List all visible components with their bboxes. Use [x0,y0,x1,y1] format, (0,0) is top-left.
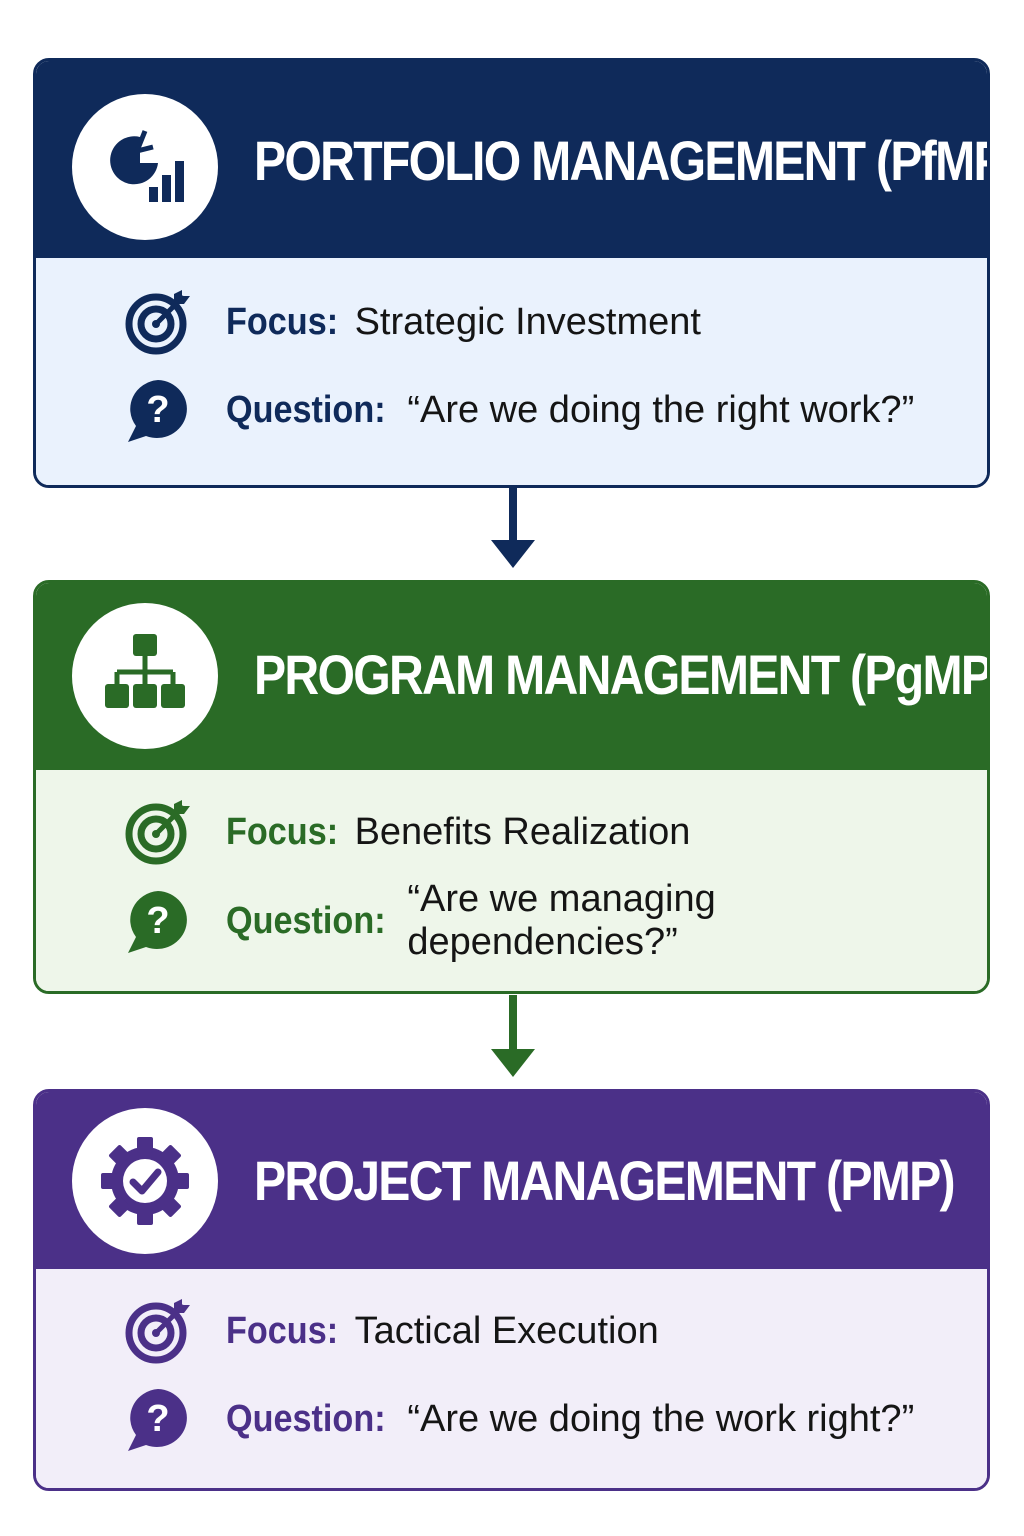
focus-value: Tactical Execution [354,1309,659,1352]
portfolio-body: Focus: Strategic Investment ? Question: … [36,258,987,485]
focus-value: Benefits Realization [354,810,691,853]
target-icon [125,290,190,355]
project-body: Focus: Tactical Execution ? Question: “A… [36,1269,987,1488]
project-header: PROJECT MANAGEMENT (PMP) [36,1092,987,1269]
portfolio-card: PORTFOLIO MANAGEMENT (PfMP) Focus: Strat… [33,58,990,488]
project-title: PROJECT MANAGEMENT (PMP) [254,1149,956,1212]
portfolio-icon-circle [72,94,218,240]
pie-chart-bar-icon [110,130,184,202]
question-bubble-icon: ? [128,891,187,953]
program-body: Focus: Benefits Realization ? Question: … [36,770,987,991]
project-focus-row: Focus: Tactical Execution [124,1296,659,1366]
question-value: “Are we doing the work right?” [407,1397,915,1440]
question-bubble-icon: ? [128,1389,187,1451]
focus-label: Focus: [226,810,339,853]
question-bubble-icon: ? [128,380,187,442]
svg-text:?: ? [146,389,169,431]
program-header: PROGRAM MANAGEMENT (PgMP) [36,583,987,770]
project-question-row: ? Question: “Are we doing the work right… [124,1384,914,1454]
svg-text:?: ? [146,1398,169,1440]
target-icon [125,800,190,865]
portfolio-focus-row: Focus: Strategic Investment [124,287,701,357]
focus-label: Focus: [226,300,339,343]
down-arrow-icon [491,995,535,1077]
question-label: Question: [226,1397,386,1440]
program-focus-row: Focus: Benefits Realization [124,797,690,867]
svg-text:?: ? [146,900,169,942]
gear-check-icon [101,1137,189,1225]
portfolio-title: PORTFOLIO MANAGEMENT (PfMP) [254,129,990,192]
focus-value: Strategic Investment [354,300,701,343]
program-question-row: ? Question: “Are we managing dependencie… [124,878,987,963]
program-card: PROGRAM MANAGEMENT (PgMP) Focus: Benefit… [33,580,990,994]
program-title: PROGRAM MANAGEMENT (PgMP) [254,643,990,706]
question-label: Question: [226,388,386,431]
down-arrow-icon [491,488,535,568]
hierarchy-icon [105,634,185,708]
project-card: PROJECT MANAGEMENT (PMP) Focus: Tactical… [33,1089,990,1491]
target-icon [125,1299,190,1364]
question-value: “Are we doing the right work?” [407,388,915,431]
portfolio-question-row: ? Question: “Are we doing the right work… [124,375,914,445]
question-label: Question: [226,899,386,942]
portfolio-header: PORTFOLIO MANAGEMENT (PfMP) [36,61,987,258]
focus-label: Focus: [226,1309,339,1352]
program-icon-circle [72,603,218,749]
question-value: “Are we managing dependencies?” [407,878,716,963]
project-icon-circle [72,1108,218,1254]
